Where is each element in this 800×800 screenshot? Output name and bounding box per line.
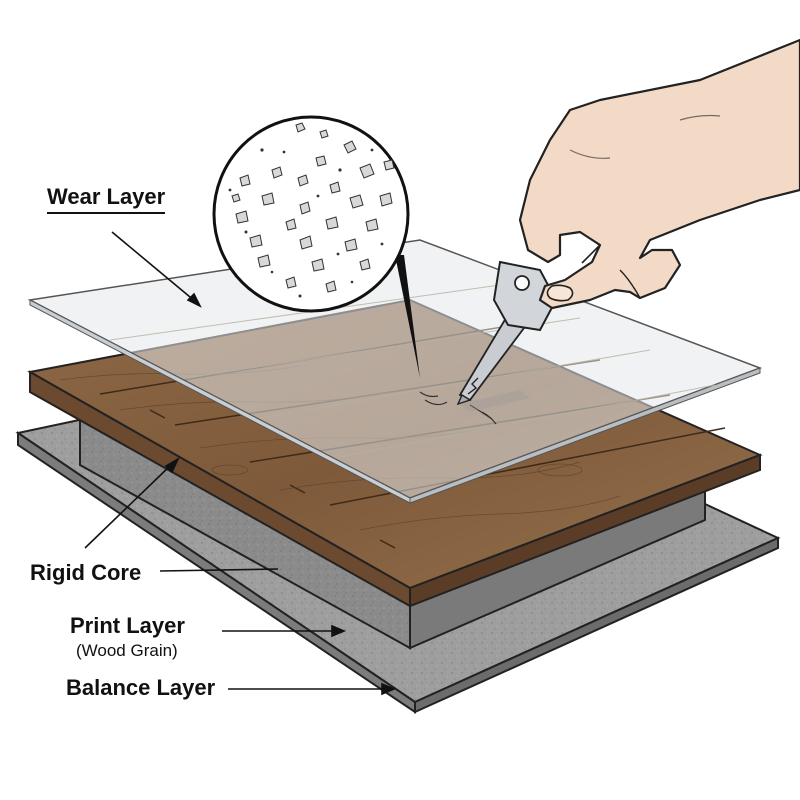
- rigid-core-label: Rigid Core: [30, 560, 142, 585]
- wear-layer-label: Wear Layer: [47, 184, 166, 209]
- wear-layer-leader: [111, 231, 197, 303]
- rigid-core-pointer-line: [159, 568, 279, 572]
- rigid-core-arrowhead: [164, 457, 180, 474]
- wear-layer-label-underline: [47, 212, 165, 214]
- balance-layer-label: Balance Layer: [66, 675, 216, 700]
- print-layer-label: Print Layer: [70, 613, 185, 638]
- key-icon: [456, 260, 558, 412]
- hand-icon: [518, 38, 800, 310]
- balance-layer-arrowhead: [381, 682, 397, 696]
- wear-layer-arrowhead: [186, 292, 202, 308]
- print-layer-sublabel: (Wood Grain): [76, 641, 178, 660]
- print-layer-arrowhead: [331, 624, 347, 638]
- rigid-core-leader: [84, 463, 173, 549]
- magnifier-icon: [212, 115, 420, 378]
- label-leader-lines: [84, 231, 397, 696]
